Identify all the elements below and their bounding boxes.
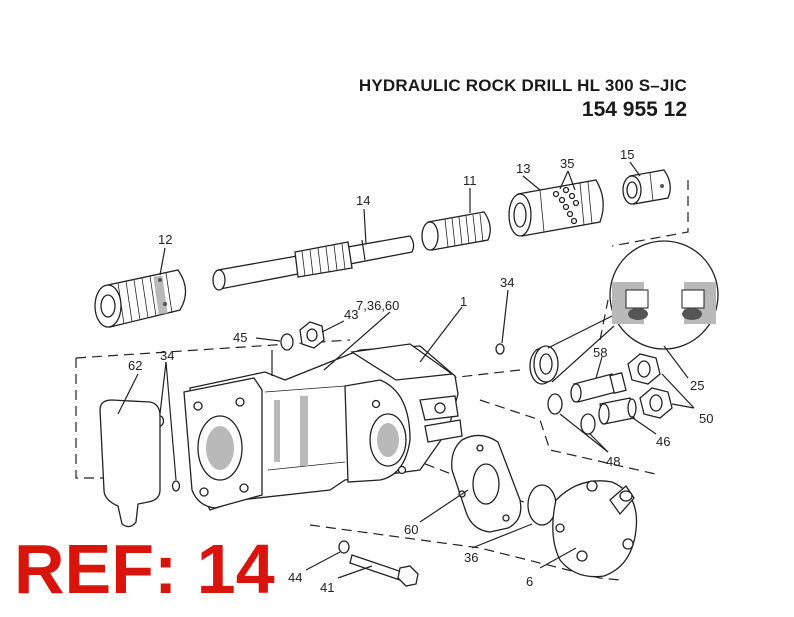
assembly-part-number: 154 955 12 [581, 98, 687, 121]
callout-35: 35 [560, 156, 574, 171]
part-11-bushing [421, 211, 491, 251]
part-62-gasket [99, 399, 161, 528]
reference-label: REF: 14 [14, 530, 275, 608]
callout-50: 50 [699, 411, 713, 426]
part-46-fitting [598, 397, 637, 425]
leader-lines [117, 161, 695, 579]
callout-6: 6 [526, 574, 533, 589]
callout-48: 48 [606, 454, 620, 469]
callout-25: 25 [690, 378, 704, 393]
callout-11: 11 [463, 173, 477, 188]
part-44-washer [338, 540, 350, 554]
callout-14: 14 [356, 193, 370, 208]
callout-60: 60 [404, 522, 418, 537]
part-15-rear-housing [622, 169, 671, 205]
part-36-oring [527, 484, 557, 526]
part-58-fitting [570, 372, 627, 403]
part-14-piston [212, 235, 415, 291]
part-34-oring-left-b [171, 480, 181, 492]
part-43-nut [299, 321, 325, 349]
callout-43: 43 [344, 307, 358, 322]
callout-1: 1 [460, 294, 467, 309]
part-48-oring-a [547, 393, 563, 415]
callout-34-left: 34 [160, 348, 174, 363]
part-1-main-body [183, 343, 463, 511]
callout-62: 62 [128, 358, 142, 373]
callout-13: 13 [516, 161, 530, 176]
part-48-oring-b [580, 413, 596, 435]
drawing-title: HYDRAULIC ROCK DRILL HL 300 S–JIC [358, 76, 687, 95]
part-60-flange [451, 434, 522, 533]
callout-34-upper: 34 [500, 275, 514, 290]
part-45-oring [280, 333, 294, 351]
seal-detail-view [547, 240, 719, 383]
part-35-ports [552, 186, 580, 225]
part-50-nuts [627, 353, 673, 419]
callout-44: 44 [288, 570, 302, 585]
part-41-bolt [349, 554, 419, 587]
part-13-cylinder [508, 179, 604, 237]
callout-36: 36 [464, 550, 478, 565]
part-6-cover [552, 480, 638, 578]
callout-labels: 12 14 11 13 35 15 34 43 45 7,36,60 1 62 … [128, 147, 713, 595]
callout-46: 46 [656, 434, 670, 449]
part-25-seal [529, 345, 559, 385]
callout-41: 41 [320, 580, 334, 595]
part-34-oring-upper [495, 343, 505, 355]
part-12-front-head [94, 269, 187, 328]
callout-12: 12 [158, 232, 172, 247]
callout-58: 58 [593, 345, 607, 360]
callout-45: 45 [233, 330, 247, 345]
callout-15: 15 [620, 147, 634, 162]
callout-7-36-60: 7,36,60 [356, 298, 399, 313]
